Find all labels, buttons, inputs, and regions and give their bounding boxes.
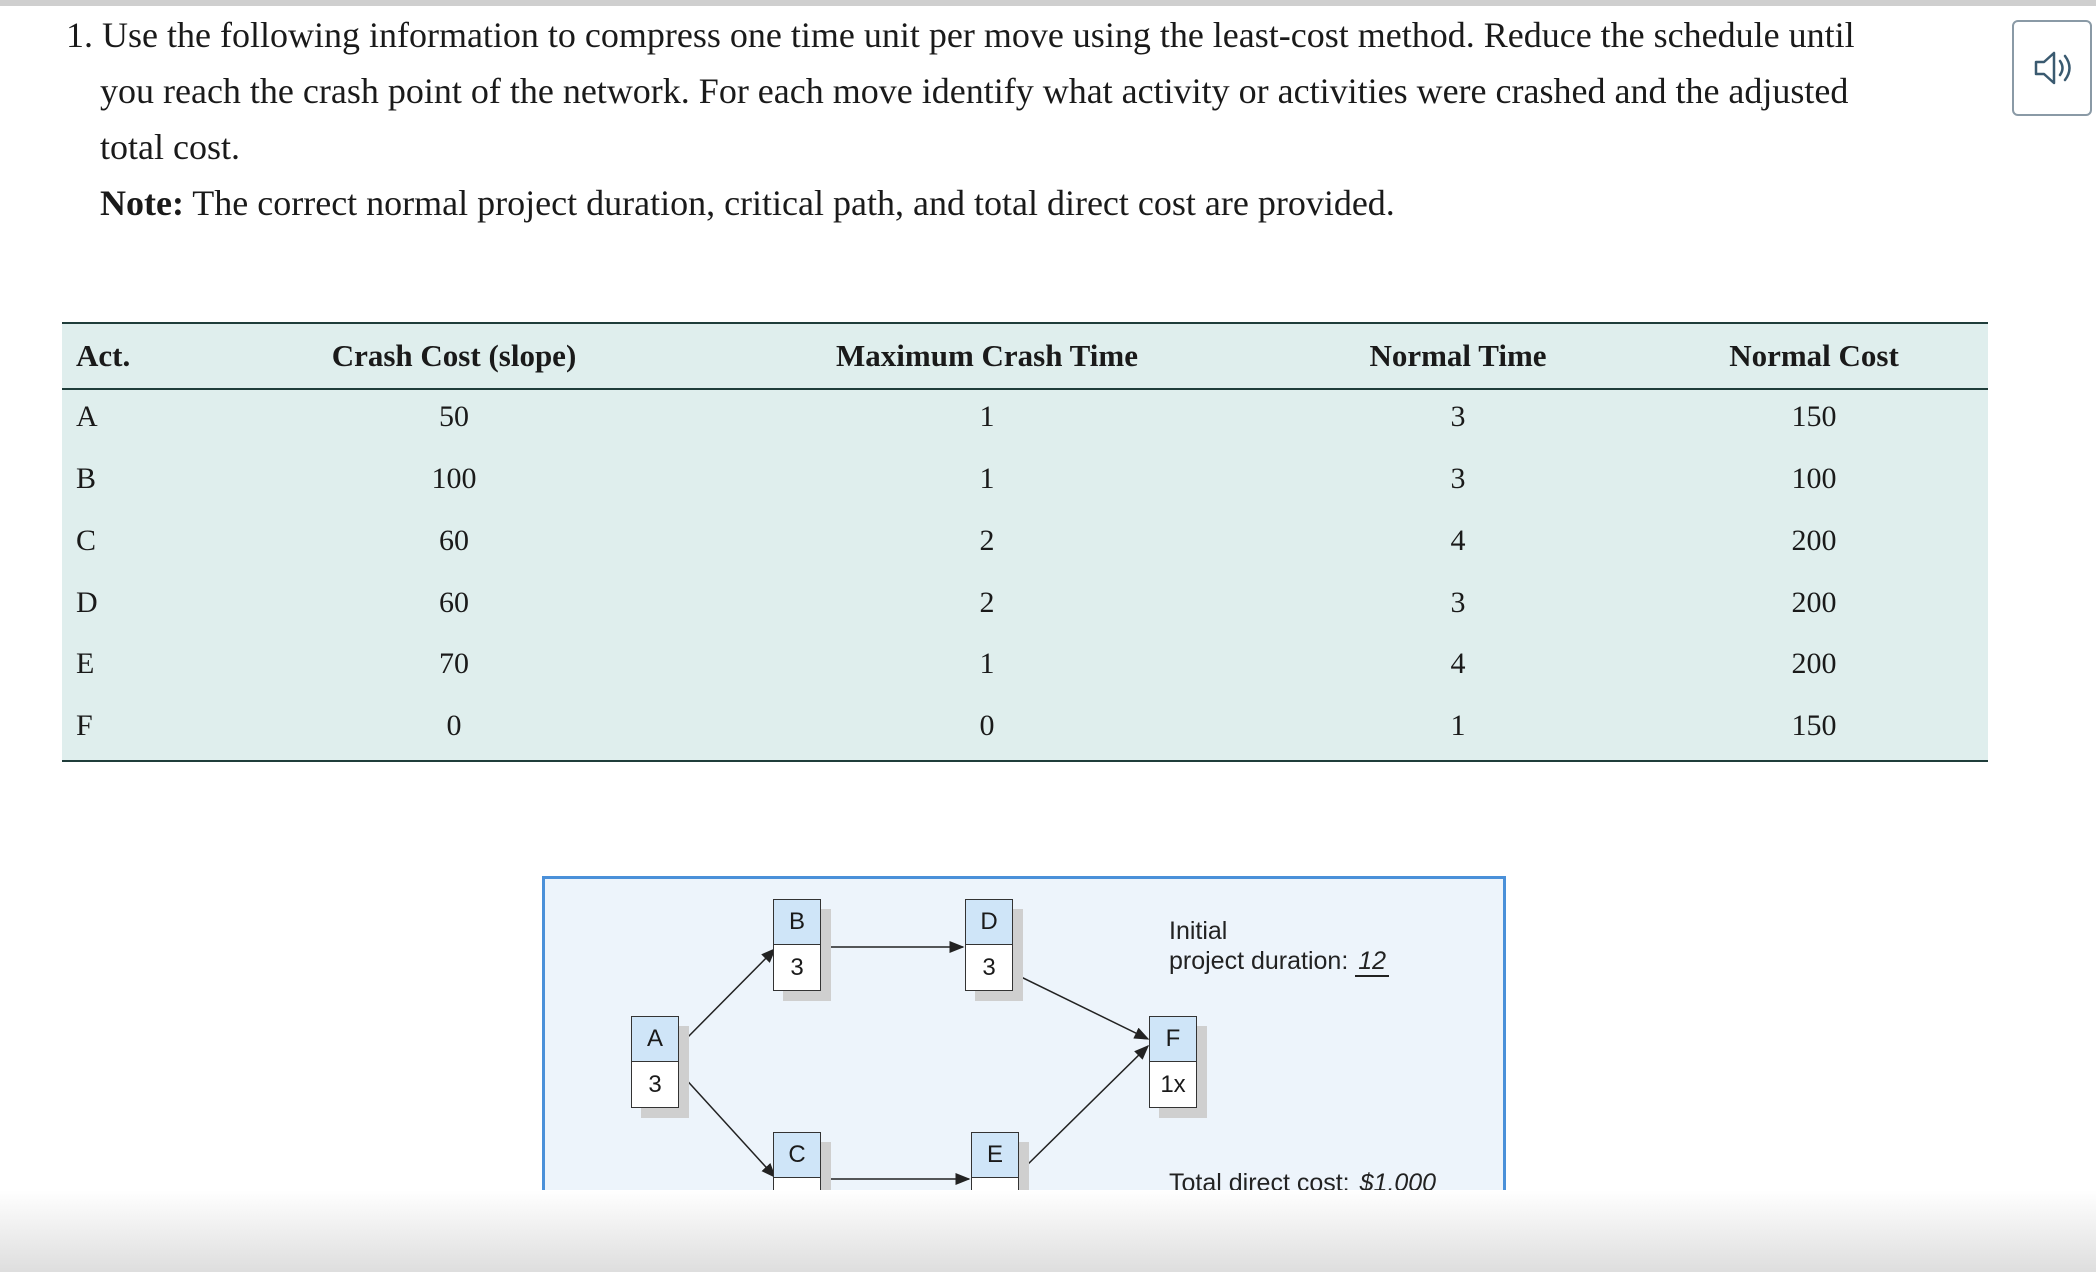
node-b-duration: 3 xyxy=(773,944,821,991)
question-text-3: total cost. xyxy=(100,127,240,167)
node-c-name: C xyxy=(773,1132,821,1178)
node-d-duration: 3 xyxy=(965,944,1013,991)
question-number: 1. xyxy=(66,15,93,55)
table-cell: 150 xyxy=(1791,400,1837,433)
table-cell: 2 xyxy=(979,524,995,557)
table-cell: 2 xyxy=(979,586,995,619)
table-cell: D xyxy=(76,586,98,619)
table-cell: 0 xyxy=(979,709,995,742)
node-d-name: D xyxy=(965,899,1013,945)
top-border xyxy=(0,0,2096,6)
bottom-fade xyxy=(0,1190,2096,1272)
network-arrows xyxy=(681,941,1150,1185)
node-b: B 3 xyxy=(773,899,831,1001)
audio-button[interactable] xyxy=(2012,20,2092,116)
table-cell: F xyxy=(76,709,93,742)
header-crash-cost: Crash Cost (slope) xyxy=(331,338,577,373)
arrow-e-f xyxy=(1020,1044,1150,1172)
question-text-2: you reach the crash point of the network… xyxy=(100,71,1849,111)
arrow-a-c xyxy=(681,1074,777,1179)
table-cell: 50 xyxy=(439,400,469,433)
table-cell: 1 xyxy=(979,647,995,680)
table-cell: 200 xyxy=(1791,524,1837,557)
node-b-name: B xyxy=(773,899,821,945)
table-cell: E xyxy=(76,647,95,680)
question-note: Note: The correct normal project duratio… xyxy=(100,182,1395,224)
table-cell: 100 xyxy=(431,462,477,495)
speaker-icon xyxy=(2034,51,2071,85)
node-e-name: E xyxy=(971,1132,1019,1178)
table-cell: A xyxy=(76,400,98,433)
question-text-1: Use the following information to compres… xyxy=(102,15,1855,55)
node-f-name: F xyxy=(1149,1016,1197,1062)
table-cell: 4 xyxy=(1450,524,1466,557)
header-act: Act. xyxy=(76,338,131,373)
table-cell: 0 xyxy=(446,709,462,742)
table-cell: 3 xyxy=(1450,400,1466,433)
table-cell: 60 xyxy=(439,524,469,557)
duration-label: project duration: xyxy=(1169,947,1349,975)
node-f: F 1x xyxy=(1149,1016,1207,1118)
node-d: D 3 xyxy=(965,899,1023,1001)
table-cell: 70 xyxy=(439,647,469,680)
table-cell: 200 xyxy=(1791,586,1837,619)
table-cell: 150 xyxy=(1791,709,1837,742)
header-normal-cost: Normal Cost xyxy=(1729,338,1899,373)
note-text: The correct normal project duration, cri… xyxy=(183,183,1395,223)
arrow-a-b xyxy=(681,947,777,1044)
question-line-1: 1. Use the following information to comp… xyxy=(66,14,1855,56)
table-cell: 1 xyxy=(979,400,995,433)
node-f-duration: 1x xyxy=(1149,1061,1197,1108)
table-cell: 60 xyxy=(439,586,469,619)
arrow-d-f xyxy=(1014,973,1150,1040)
table-cell: 100 xyxy=(1791,462,1837,495)
table-cell: 1 xyxy=(1450,709,1466,742)
node-a-duration: 3 xyxy=(631,1061,679,1108)
table-cell: 4 xyxy=(1450,647,1466,680)
duration-line: project duration: 12 xyxy=(1169,947,1390,977)
duration-value: 12 xyxy=(1355,947,1390,977)
activity-table: Act. Crash Cost (slope) Maximum Crash Ti… xyxy=(62,322,1988,762)
table-cell: 3 xyxy=(1450,586,1466,619)
table-cell: 1 xyxy=(979,462,995,495)
node-a: A 3 xyxy=(631,1016,689,1118)
table-cell: 3 xyxy=(1450,462,1466,495)
header-rule xyxy=(62,388,1988,390)
table-cell: 200 xyxy=(1791,647,1837,680)
table-cell: B xyxy=(76,462,97,495)
note-label: Note: xyxy=(100,183,184,223)
node-a-name: A xyxy=(631,1016,679,1062)
table-cell: C xyxy=(76,524,97,557)
header-max-crash-time: Maximum Crash Time xyxy=(836,338,1138,373)
initial-label: Initial xyxy=(1169,917,1228,945)
header-normal-time: Normal Time xyxy=(1369,338,1547,373)
